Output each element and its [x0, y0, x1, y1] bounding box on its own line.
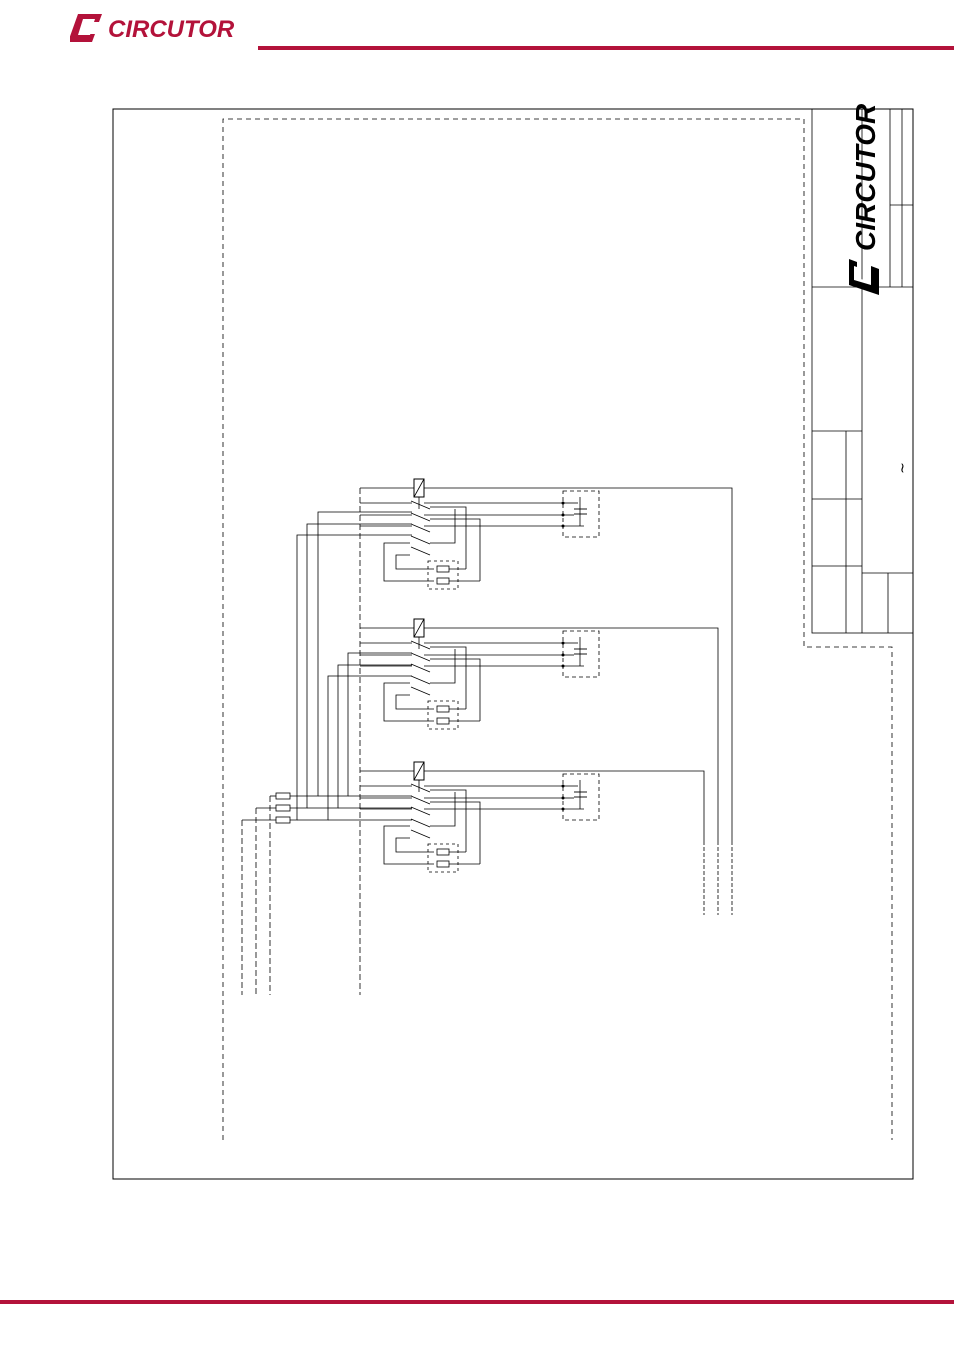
control-lines [360, 487, 733, 915]
incoming-lines [241, 488, 361, 995]
capacitor-stage-3 [359, 761, 600, 873]
header-logo: CIRCUTOR [68, 10, 250, 48]
enclosure-outline [222, 118, 893, 1140]
capacitor-stage-2 [359, 618, 600, 730]
title-block-mark: ~ [895, 462, 911, 474]
sheet-border [112, 108, 914, 1180]
title-block-logo: CIRCUTOR [849, 103, 881, 295]
terminal-block-icon [275, 792, 291, 824]
header-rule [258, 46, 954, 50]
capacitor-stage-1 [359, 478, 600, 590]
feeder-buses [290, 511, 412, 821]
circutor-logo-icon: CIRCUTOR [68, 14, 235, 43]
footer-rule [0, 1300, 954, 1304]
title-block-brand-name: CIRCUTOR [850, 103, 881, 251]
title-block: CIRCUTOR ~ [811, 103, 914, 634]
header-brand-name: CIRCUTOR [108, 16, 235, 43]
